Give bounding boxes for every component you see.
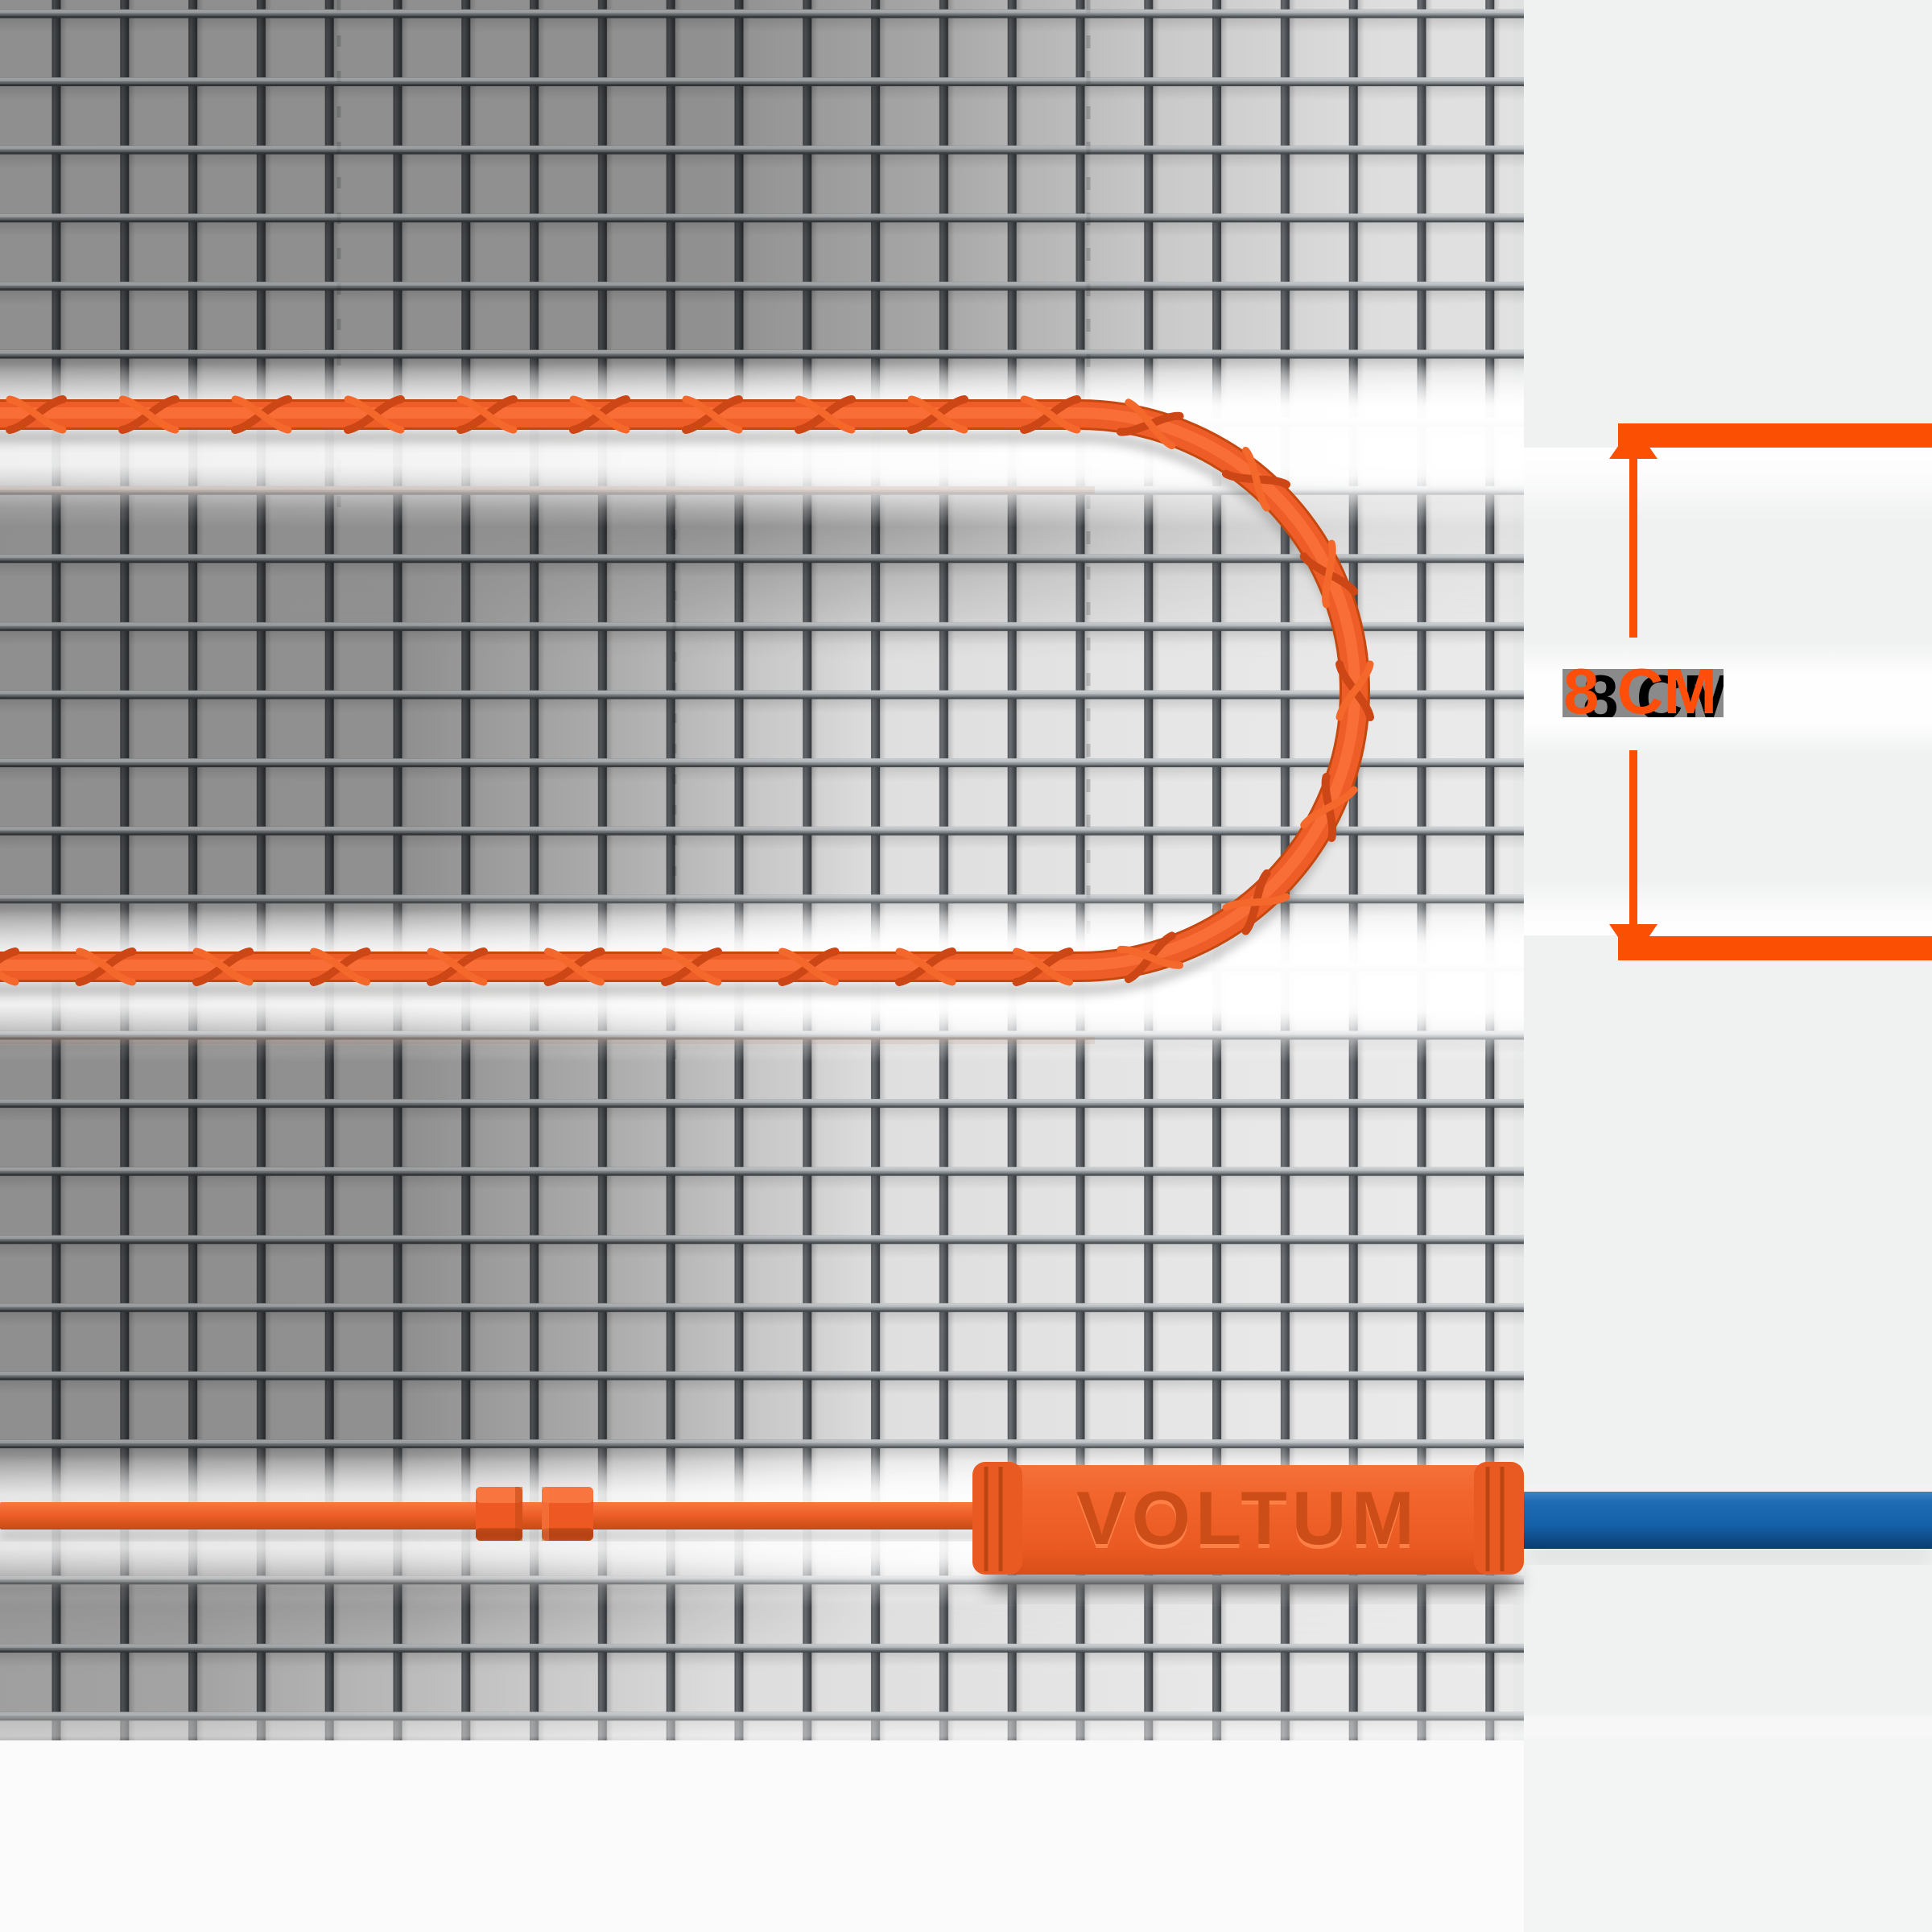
svg-text:VOLTUM: VOLTUM: [1076, 1476, 1419, 1560]
svg-text:VOLTUM: VOLTUM: [1076, 1480, 1419, 1564]
svg-text:8 CM: 8 CM: [1583, 662, 1736, 733]
svg-text:8 CM: 8 CM: [1563, 655, 1717, 727]
